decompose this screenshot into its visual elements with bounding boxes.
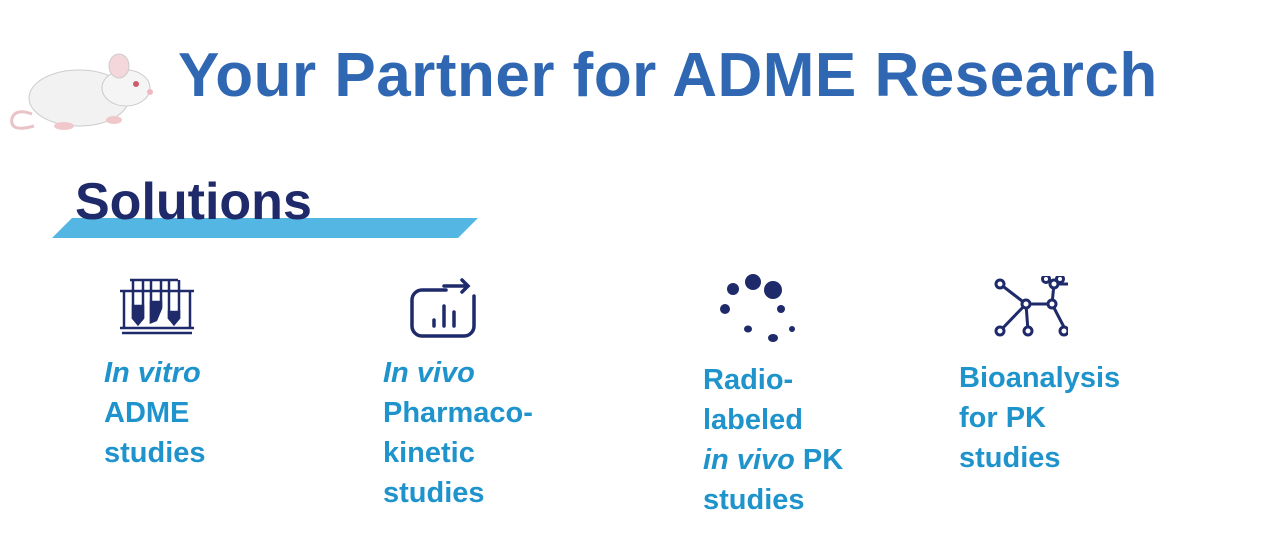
test-tubes-icon bbox=[118, 278, 196, 338]
solution-in-vitro[interactable]: In vitro ADME studies bbox=[104, 353, 206, 473]
label-line: kinetic bbox=[383, 437, 475, 469]
page-title: Your Partner for ADME Research bbox=[178, 41, 1158, 110]
radio-dots-icon bbox=[718, 272, 798, 344]
label-line: for PK bbox=[959, 402, 1046, 434]
solution-radiolabeled[interactable]: Radio- labeled in vivo PK studies bbox=[703, 360, 843, 520]
molecule-network-icon bbox=[994, 276, 1068, 342]
label-line: ADME bbox=[104, 397, 190, 429]
section-title: Solutions bbox=[75, 173, 312, 231]
label-line: In vivo bbox=[383, 357, 475, 389]
label-line: studies bbox=[104, 437, 206, 469]
label-line: in vivo bbox=[703, 444, 795, 476]
section-underline bbox=[52, 218, 478, 238]
solution-bioanalysis[interactable]: Bioanalysis for PK studies bbox=[959, 358, 1120, 478]
solution-in-vivo-pk[interactable]: In vivo Pharmaco- kinetic studies bbox=[383, 353, 533, 513]
label-line: labeled bbox=[703, 404, 803, 436]
label-line: studies bbox=[959, 442, 1061, 474]
label-line: Pharmaco- bbox=[383, 397, 533, 429]
mouse-icon bbox=[4, 48, 164, 138]
label-line: studies bbox=[703, 484, 805, 516]
label-line: Bioanalysis bbox=[959, 362, 1121, 394]
chart-arrow-icon bbox=[408, 276, 478, 340]
label-line: Radio- bbox=[703, 364, 794, 396]
label-line: In vitro bbox=[104, 357, 201, 389]
label-line: PK bbox=[794, 444, 844, 476]
label-line: studies bbox=[383, 477, 485, 509]
